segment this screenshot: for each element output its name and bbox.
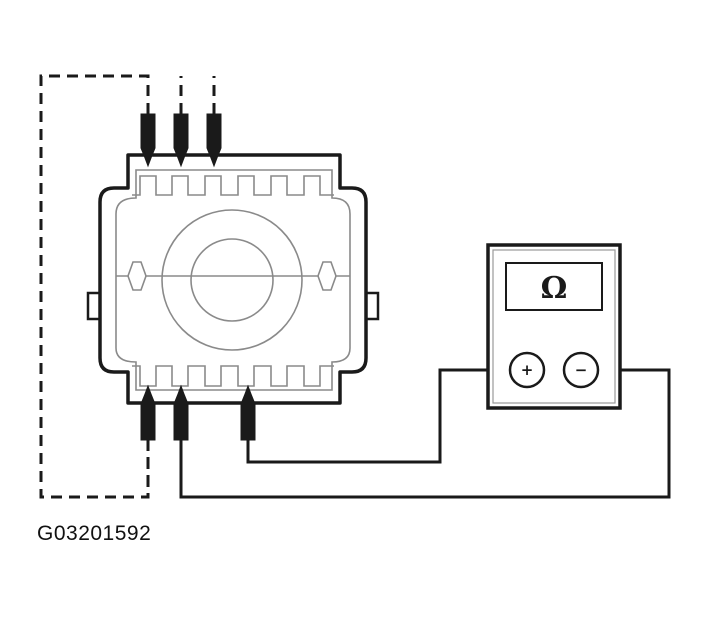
- negative-lead: [179, 368, 671, 499]
- connector-right-tab: [364, 291, 380, 321]
- test-probe-icon: [206, 113, 222, 168]
- positive-terminal: [508, 351, 546, 389]
- negative-terminal-label: −: [575, 361, 588, 379]
- test-probe-icon: [140, 113, 156, 168]
- ohmmeter-body-inner: [492, 249, 616, 404]
- test-probe-icon: [140, 384, 156, 441]
- bottom-pin-row: [132, 365, 334, 387]
- top-test-probes: [140, 113, 222, 168]
- connector-inner-outline: [115, 169, 351, 391]
- top-pin-row: [132, 175, 334, 196]
- figure-id: G03201592: [37, 522, 152, 545]
- connector-outer-ring: [161, 209, 303, 351]
- ohmmeter-display: [505, 262, 603, 311]
- connector-inner-ring: [190, 238, 274, 322]
- dashed-jumper-loop: [39, 74, 216, 499]
- connector-split-ridges-lower: [127, 275, 337, 291]
- meter-leads: [179, 368, 671, 499]
- test-probe-icon: [240, 384, 256, 441]
- positive-terminal-label: +: [521, 361, 534, 379]
- connector-split-line: [116, 261, 350, 277]
- negative-terminal: [562, 351, 600, 389]
- test-probe-icon: [173, 113, 189, 168]
- ohmmeter-display-symbol: Ω: [541, 271, 568, 306]
- ohmmeter-icon: Ω + −: [486, 243, 622, 410]
- test-probe-icon: [173, 384, 189, 441]
- bottom-test-probes: [140, 384, 256, 441]
- positive-lead: [246, 368, 510, 464]
- connector-left-tab: [86, 291, 102, 321]
- connector-icon: [86, 153, 380, 405]
- connector-housing: [98, 153, 368, 405]
